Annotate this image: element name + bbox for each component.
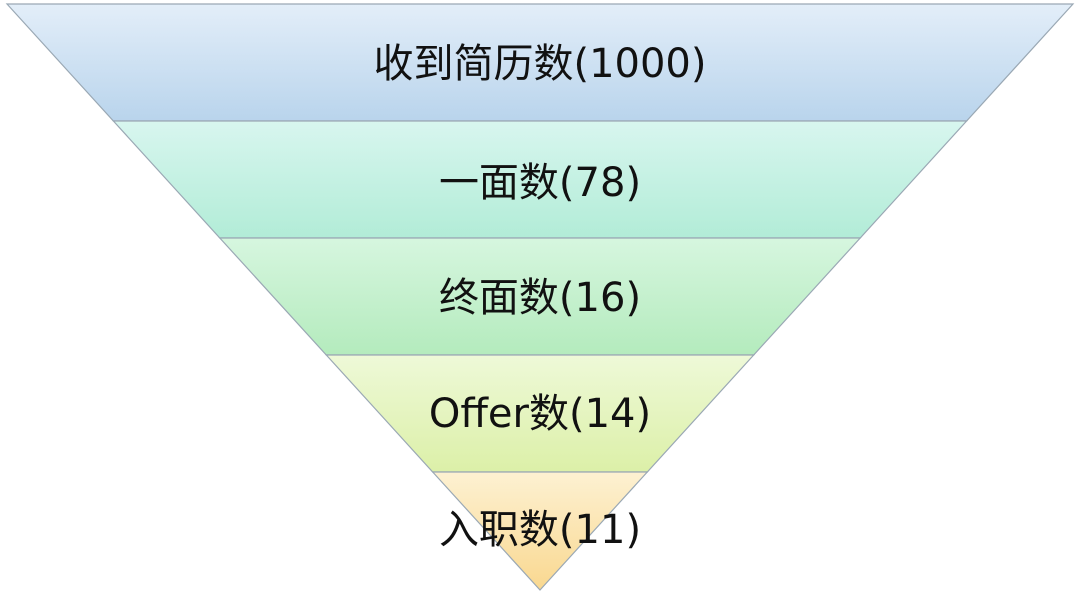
funnel-stage-2-label: 一面数(78): [439, 160, 641, 206]
funnel-stage-3-label: 终面数(16): [439, 275, 641, 321]
funnel-stage-1-label: 收到简历数(1000): [373, 41, 706, 87]
funnel-stage-5-label: 入职数(11): [439, 507, 641, 553]
funnel-stage-5: [431, 471, 649, 591]
funnel-stage-4-label: Offer数(14): [429, 391, 651, 437]
